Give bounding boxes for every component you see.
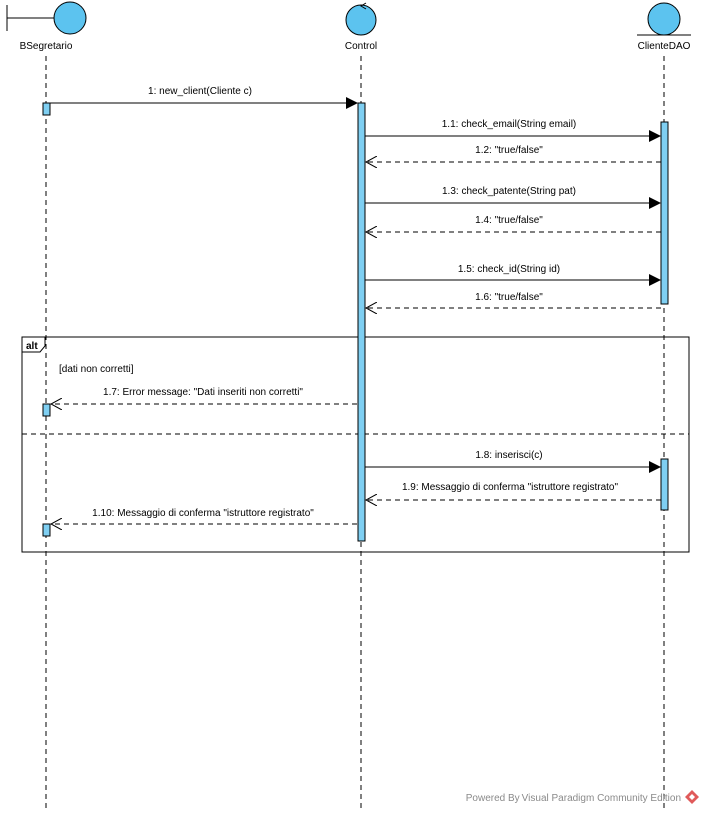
entity-icon (647, 2, 681, 36)
message-label: 1.6: "true/false" (475, 292, 543, 303)
message-1-1[interactable]: 1.1: check_email(String email) (365, 119, 661, 142)
activation-bar (42, 403, 51, 417)
boundary-icon (53, 1, 87, 35)
message-label: 1.5: check_id(String id) (458, 264, 560, 275)
message-label: 1.10: Messaggio di conferma "istruttore … (92, 508, 314, 519)
watermark: Powered By Visual Paradigm Community Edi… (466, 793, 681, 804)
lifeline-name: Control (345, 41, 377, 52)
activation-bar (42, 102, 51, 116)
message-label: 1.2: "true/false" (475, 145, 543, 156)
activation-bar (660, 458, 669, 511)
fragment-guard: [dati non corretti] (59, 364, 134, 375)
message-1-8[interactable]: 1.8: inserisci(c) (365, 450, 661, 473)
fragment-frame (21, 336, 690, 553)
control-icon-arrowhead (360, 2, 367, 10)
message-label: 1.4: "true/false" (475, 215, 543, 226)
message-1-5[interactable]: 1.5: check_id(String id) (365, 264, 661, 286)
message-label: 1.3: check_patente(String pat) (442, 186, 576, 197)
message-1[interactable]: 1: new_client(Cliente c) (50, 86, 358, 109)
alt-fragment[interactable]: alt [dati non corretti] (21, 336, 690, 553)
lifeline-name: ClienteDAO (638, 41, 691, 52)
fragment-operator-tab (21, 336, 46, 353)
lifeline-head-clientedao[interactable]: ClienteDAO (637, 2, 691, 52)
lifeline-head-control[interactable]: Control (345, 2, 377, 52)
lifeline-head-bsegretario[interactable]: BSegretario (6, 1, 87, 52)
activation-bar (660, 121, 669, 305)
message-label: 1.8: inserisci(c) (475, 450, 542, 461)
lifeline-name: BSegretario (20, 41, 73, 52)
activation-bar (42, 523, 51, 537)
fragment-operator: alt (26, 341, 38, 352)
message-label: 1.7: Error message: "Dati inseriti non c… (103, 387, 303, 398)
visual-paradigm-logo-icon (685, 790, 699, 804)
control-icon (345, 4, 377, 36)
message-1-4[interactable]: 1.4: "true/false" (366, 215, 661, 232)
activation-bar (357, 102, 366, 542)
message-label: 1: new_client(Cliente c) (148, 86, 252, 97)
message-1-10[interactable]: 1.10: Messaggio di conferma "istruttore … (51, 508, 357, 524)
message-label: 1.1: check_email(String email) (442, 119, 577, 130)
message-1-3[interactable]: 1.3: check_patente(String pat) (365, 186, 661, 209)
message-1-2[interactable]: 1.2: "true/false" (366, 145, 661, 162)
message-1-7[interactable]: 1.7: Error message: "Dati inseriti non c… (51, 387, 357, 404)
message-1-9[interactable]: 1.9: Messaggio di conferma "istruttore r… (366, 482, 661, 500)
message-1-6[interactable]: 1.6: "true/false" (366, 292, 661, 308)
message-label: 1.9: Messaggio di conferma "istruttore r… (402, 482, 619, 493)
